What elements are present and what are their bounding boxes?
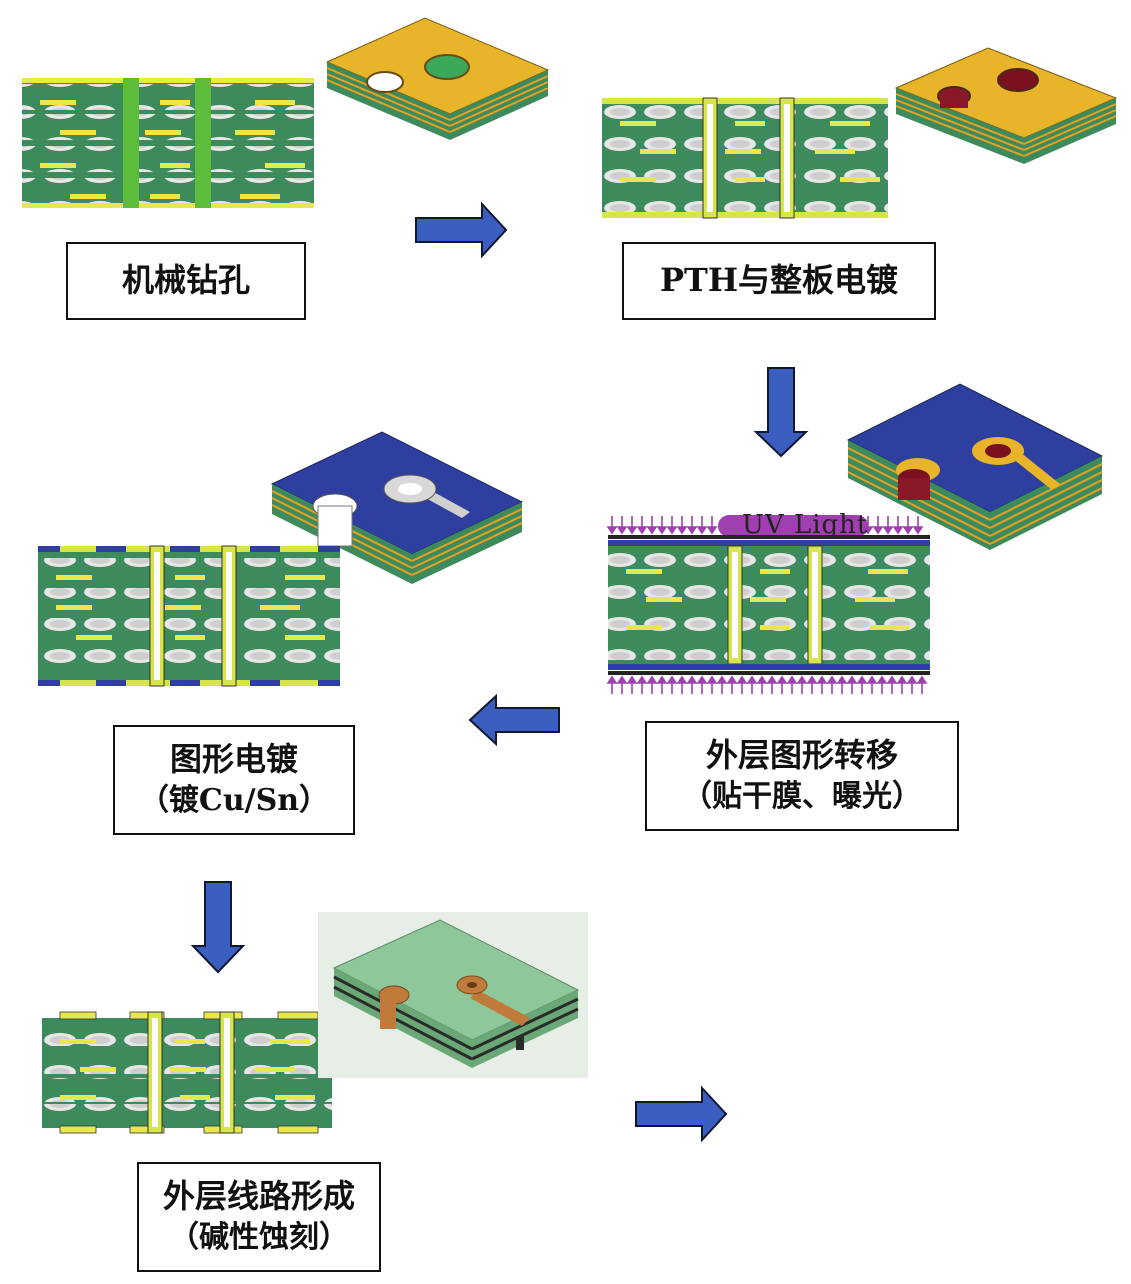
- arrow-transfer-to-plating: [468, 693, 560, 747]
- board-3d-pth: [894, 47, 1118, 164]
- uv-light-label: UV Light: [742, 510, 869, 540]
- step-title: 外层图形转移: [705, 736, 898, 775]
- step-title: 外层线路形成: [162, 1177, 355, 1216]
- arrow-plating-to-etch: [190, 881, 246, 974]
- uv-arrows-bottom: [606, 675, 927, 695]
- board-3d-pattern-plating: [270, 431, 524, 584]
- step-title: 机械钻孔: [121, 261, 250, 300]
- cross-section-pattern-transfer: [606, 515, 930, 695]
- board-3d-etched: [318, 912, 588, 1078]
- step-subtitle: （镀Cu/Sn）: [138, 783, 330, 819]
- step-box-pth-panel-plating: PTH与整板电镀: [622, 242, 936, 320]
- arrow-pth-to-transfer: [753, 367, 809, 458]
- step-box-outer-layer-pattern-transfer: 外层图形转移 （贴干膜、曝光）: [645, 721, 959, 831]
- step-subtitle: （贴干膜、曝光）: [682, 779, 922, 815]
- step-box-mechanical-drilling: 机械钻孔: [66, 242, 306, 320]
- arrow-etch-to-next: [635, 1085, 728, 1143]
- board-3d-pattern-transfer: [846, 383, 1104, 550]
- cross-section-pth: [602, 97, 888, 219]
- uv-light-bar: [718, 515, 868, 537]
- cross-section-drilling: [22, 78, 314, 208]
- cross-section-etched: [42, 1011, 332, 1134]
- arrow-drill-to-pth: [415, 201, 508, 259]
- uv-arrows-top: [606, 515, 923, 535]
- step-box-outer-layer-circuit-formation: 外层线路形成 （碱性蚀刻）: [137, 1162, 381, 1272]
- step-title: 图形电镀: [169, 740, 298, 779]
- board-3d-drilling: [325, 17, 550, 140]
- step-subtitle: （碱性蚀刻）: [169, 1220, 349, 1256]
- step-title: PTH与整板电镀: [659, 261, 899, 300]
- cross-section-pattern-plating: [38, 545, 340, 687]
- step-box-pattern-plating: 图形电镀 （镀Cu/Sn）: [113, 725, 355, 835]
